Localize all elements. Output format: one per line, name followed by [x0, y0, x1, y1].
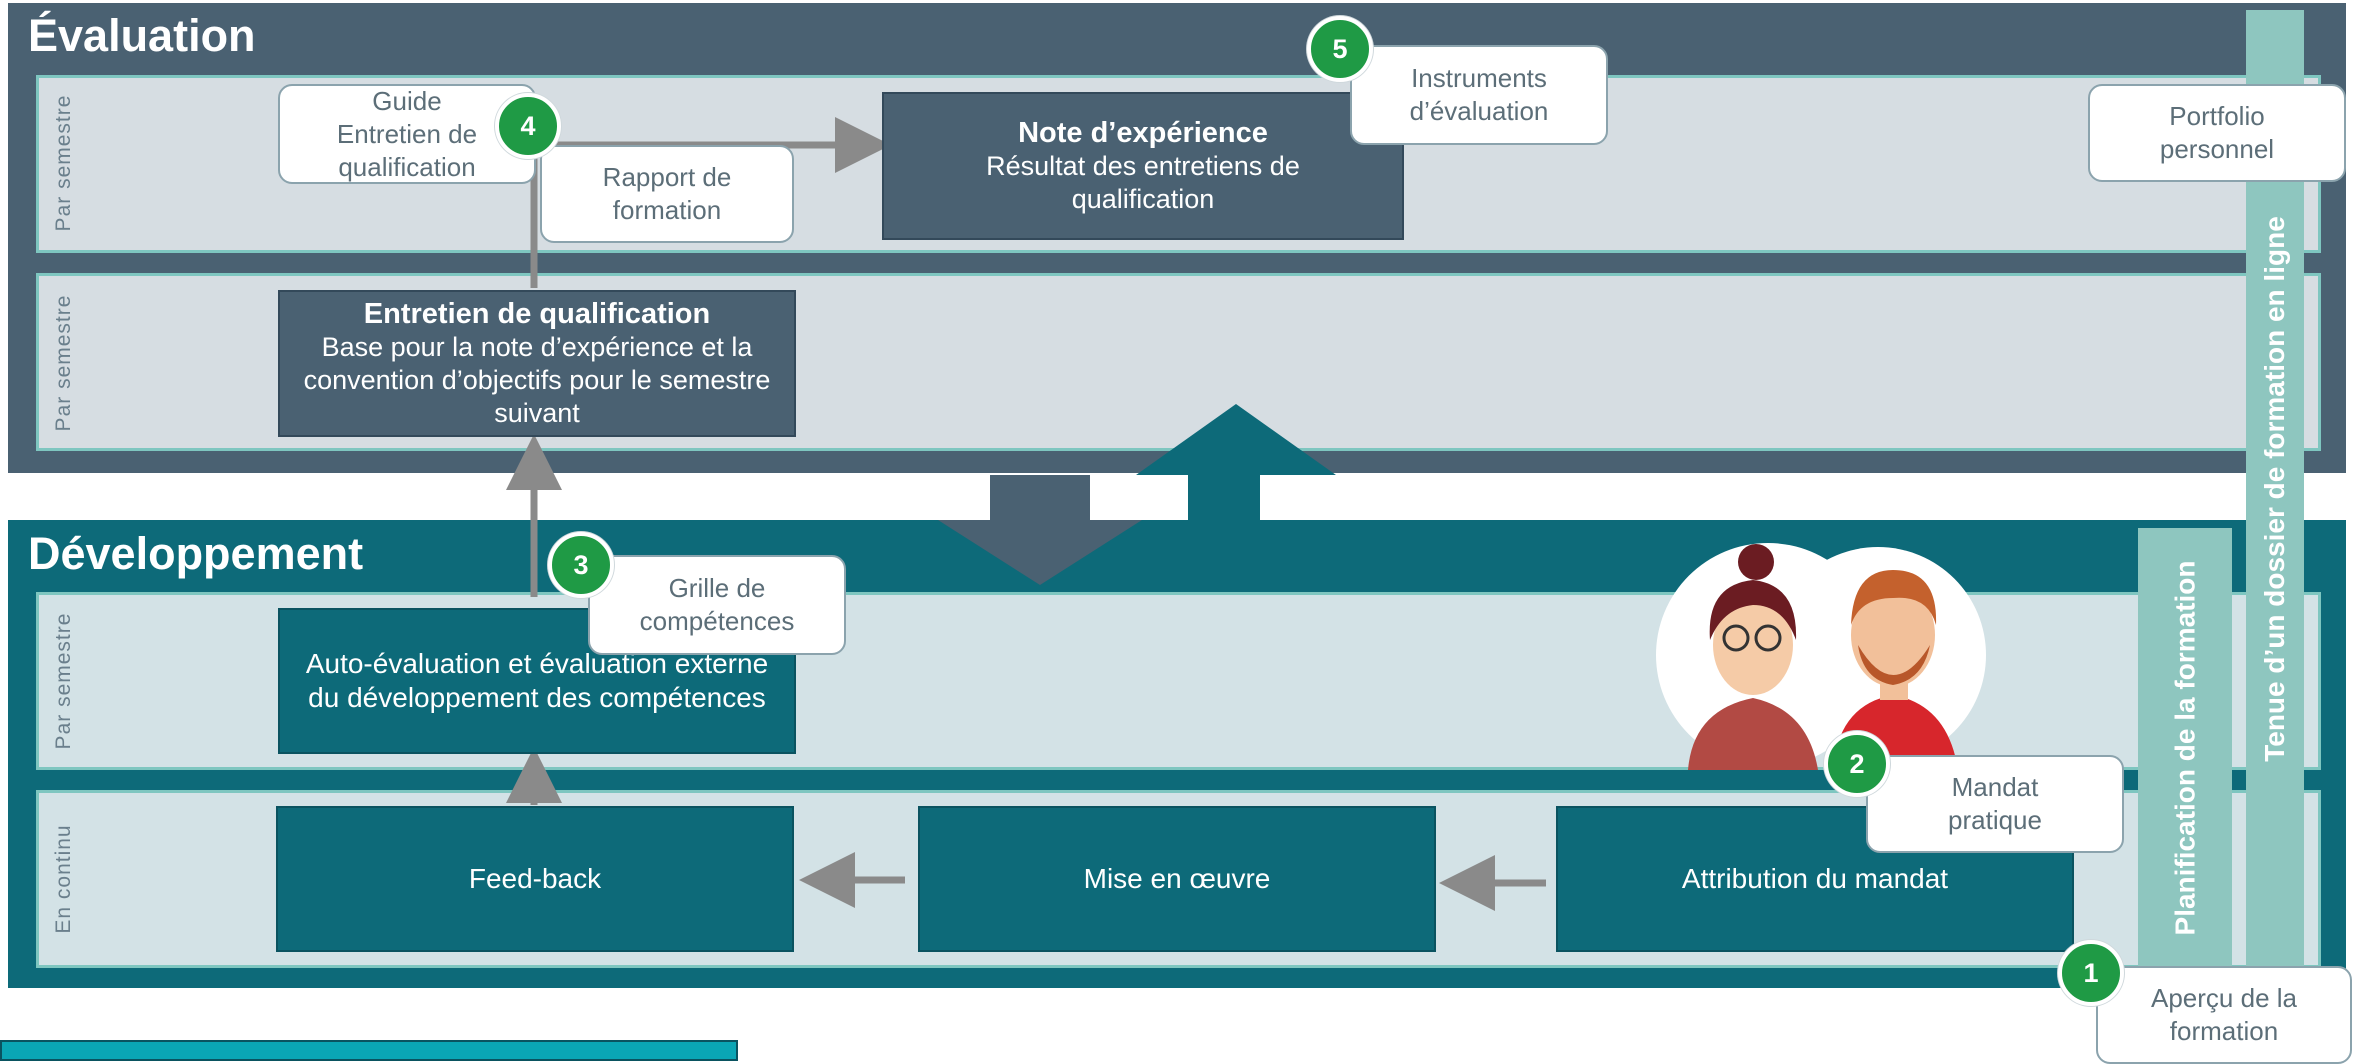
glasses-left: [1722, 624, 1750, 652]
row-label-eval-1: Par semestre: [52, 94, 75, 232]
mandat-label: Mandat pratique: [1948, 772, 2042, 835]
grille-callout: Grille de compétences: [588, 555, 846, 655]
step-badge-2: 2: [1824, 731, 1890, 797]
arrow-up-icon: [1136, 404, 1336, 520]
note-title: Note d’expérience: [1018, 116, 1268, 149]
apercu-callout: Aperçu de la formation: [2096, 966, 2352, 1064]
mandat-callout: Mandat pratique: [1866, 755, 2124, 853]
instruments-callout: Instruments d’évaluation: [1350, 45, 1608, 145]
planification-label: Planification de la formation: [2169, 560, 2200, 936]
row-label-eval-2: Par semestre: [52, 294, 75, 432]
attribution-label: Attribution du mandat: [1681, 863, 1949, 894]
rapport-label: Rapport de formation: [602, 162, 732, 225]
exchange-arrows: [938, 404, 1336, 585]
step-badge-1: 1: [2058, 940, 2124, 1006]
developpement-title: Développement: [28, 528, 364, 579]
step-badge-5: 5: [1307, 16, 1373, 82]
row-label-dev-2: En continu: [52, 824, 75, 934]
guide-label: Guide Entretien de qualification: [336, 85, 478, 182]
man-face: [1851, 583, 1935, 687]
tenue-dossier-label: Tenue d’un dossier de formation en ligne: [2259, 216, 2291, 762]
feedback-label: Feed-back: [468, 863, 602, 894]
glasses-right: [1754, 624, 1782, 652]
grille-label: Grille de compétences: [639, 573, 795, 636]
entretien-body: Base pour la note d’expérience et la con…: [303, 331, 771, 428]
instruments-label: Instruments d’évaluation: [1409, 63, 1549, 126]
portfolio-callout: Portfolio personnel: [2088, 84, 2346, 182]
entretien-box: Entretien de qualification Base pour la …: [278, 290, 796, 437]
arrow-down-icon: [938, 475, 1142, 585]
woman-shirt: [1688, 698, 1818, 770]
portfolio-label: Portfolio personnel: [2159, 101, 2275, 164]
mise-en-oeuvre-box: Mise en œuvre: [918, 806, 1436, 952]
auto-evaluation-label: Auto-évaluation et évaluation externe du…: [305, 648, 769, 713]
evaluation-title: Évaluation: [28, 10, 256, 61]
mise-en-oeuvre-label: Mise en œuvre: [1083, 863, 1271, 894]
avatars-illustration: [1656, 543, 1986, 770]
entretien-title: Entretien de qualification: [363, 297, 711, 330]
bottom-teal-bar: [0, 1040, 738, 1061]
apercu-label: Aperçu de la formation: [2151, 983, 2297, 1046]
note-body: Résultat des entretiens de qualification: [986, 150, 1300, 214]
woman-face: [1713, 595, 1793, 695]
rapport-callout: Rapport de formation: [540, 145, 794, 243]
step-badge-4: 4: [495, 93, 561, 159]
step-badge-3: 3: [548, 532, 614, 598]
note-box: Note d’expérience Résultat des entretien…: [882, 92, 1404, 240]
guide-callout: Guide Entretien de qualification: [278, 84, 536, 184]
planification-bar: Planification de la formation: [2138, 528, 2232, 968]
row-label-dev-1: Par semestre: [52, 612, 75, 750]
feedback-box: Feed-back: [276, 806, 794, 952]
